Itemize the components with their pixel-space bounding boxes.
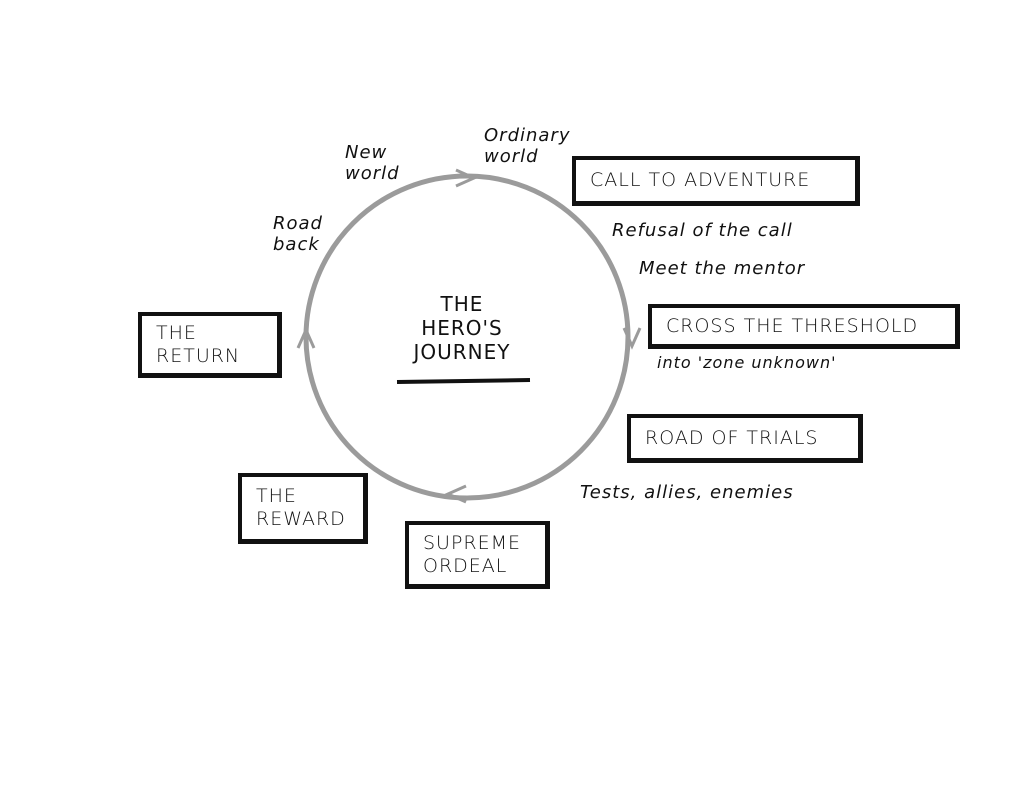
stage-label: SUPREME [423,531,522,554]
note-mentor: Meet the mentor [639,258,806,279]
note-line: world [345,163,400,184]
note-line: world [484,146,539,167]
note-refusal: Refusal of the call [612,220,793,241]
diagram-title: THE HERO'S JOURNEY [397,292,527,364]
stage-label: CALL TO ADVENTURE [590,169,811,191]
note-line: Ordinary [484,125,571,146]
arrow-right-icon [455,168,478,188]
stage-label: THE [156,321,197,344]
stage-label: CROSS THE THRESHOLD [666,314,919,337]
arrow-left-icon [444,484,467,504]
stage-road-of-trials: ROAD OF TRIALS [627,414,863,463]
stage-label: REWARD [256,508,346,530]
stage-label: THE [256,485,297,507]
note-line: back [273,234,320,255]
stage-label: ROAD OF TRIALS [645,426,819,449]
title-line: THE [440,292,484,316]
note-line: New [345,142,388,163]
title-line: HERO'S [421,316,503,340]
stage-label: ORDEAL [423,554,508,577]
stage-call-to-adventure: CALL TO ADVENTURE [572,156,860,206]
arrow-down-icon [622,327,642,350]
note-line: Road [273,213,323,234]
title-underline [396,378,531,384]
note-zone-unknown: into 'zone unknown' [657,353,837,372]
stage-cross-threshold: CROSS THE THRESHOLD [648,304,960,349]
stage-label: RETURN [156,344,241,367]
title-line: JOURNEY [413,340,511,364]
note-tests: Tests, allies, enemies [580,482,794,503]
arrow-up-icon [296,326,316,349]
